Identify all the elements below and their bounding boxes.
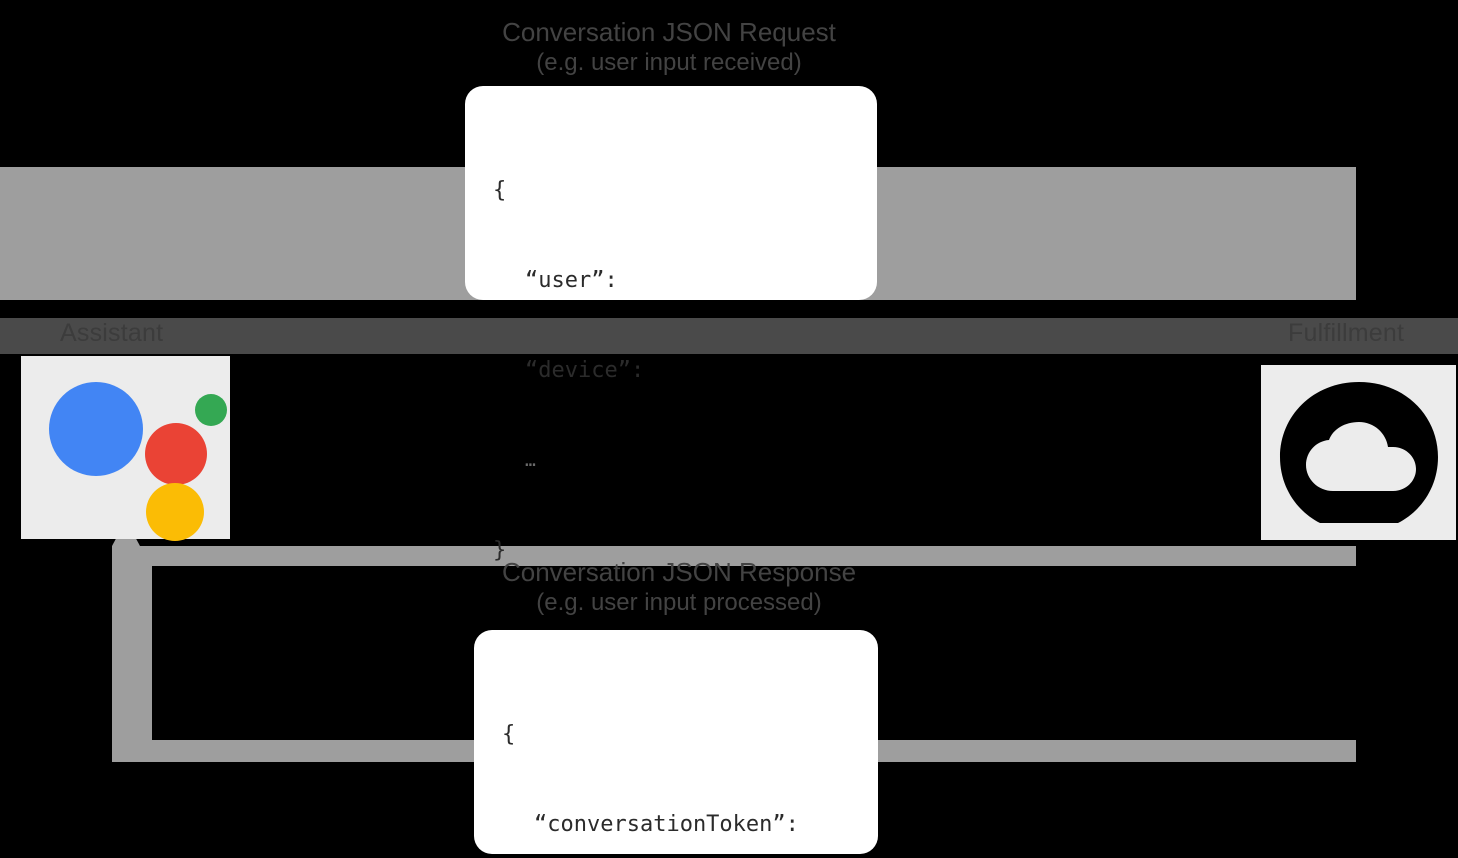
response-flow-caption: Conversation JSON Response (e.g. user in…: [449, 556, 909, 618]
request-caption-line2: (e.g. user input received): [536, 49, 802, 76]
assistant-endpoint-tile[interactable]: [21, 356, 230, 541]
response-flow-band-ascender: [112, 546, 152, 762]
json-key: “conversationToken”:: [534, 812, 799, 837]
json-ellipsis: …: [525, 450, 536, 471]
fulfillment-endpoint-tile[interactable]: [1261, 365, 1456, 540]
assistant-dot-blue-icon: [48, 381, 143, 476]
middle-dark-region: [230, 354, 1261, 544]
request-flow-caption: Conversation JSON Request (e.g. user inp…: [439, 16, 899, 78]
request-caption-line1: Conversation JSON Request: [502, 17, 836, 47]
separator-row: [0, 318, 1458, 354]
response-caption-line2: (e.g. user input processed): [536, 589, 822, 616]
fulfillment-label: Fulfillment: [1288, 319, 1405, 347]
response-caption-line1: Conversation JSON Response: [501, 557, 857, 587]
assistant-dot-yellow-icon: [145, 482, 204, 541]
band-mask: [0, 308, 1458, 318]
json-open-brace: {: [493, 178, 507, 203]
request-json-card: { “user”: “device”: … }: [465, 86, 877, 563]
response-json-card: { “conversationToken”: “userStorage”: … …: [474, 630, 878, 854]
json-key: “device”:: [525, 358, 645, 383]
band-mask: [1356, 167, 1458, 308]
json-open-brace: {: [502, 722, 516, 747]
assistant-dot-green-icon: [194, 393, 227, 426]
json-key: “user”:: [525, 268, 618, 293]
response-flow-band-top: [128, 546, 1356, 566]
json-close-brace: }: [493, 538, 507, 563]
google-assistant-logo-icon: [31, 363, 227, 541]
assistant-dot-red-icon: [144, 422, 207, 485]
cloud-icon: [1279, 381, 1438, 523]
assistant-label: Assistant: [60, 319, 164, 347]
